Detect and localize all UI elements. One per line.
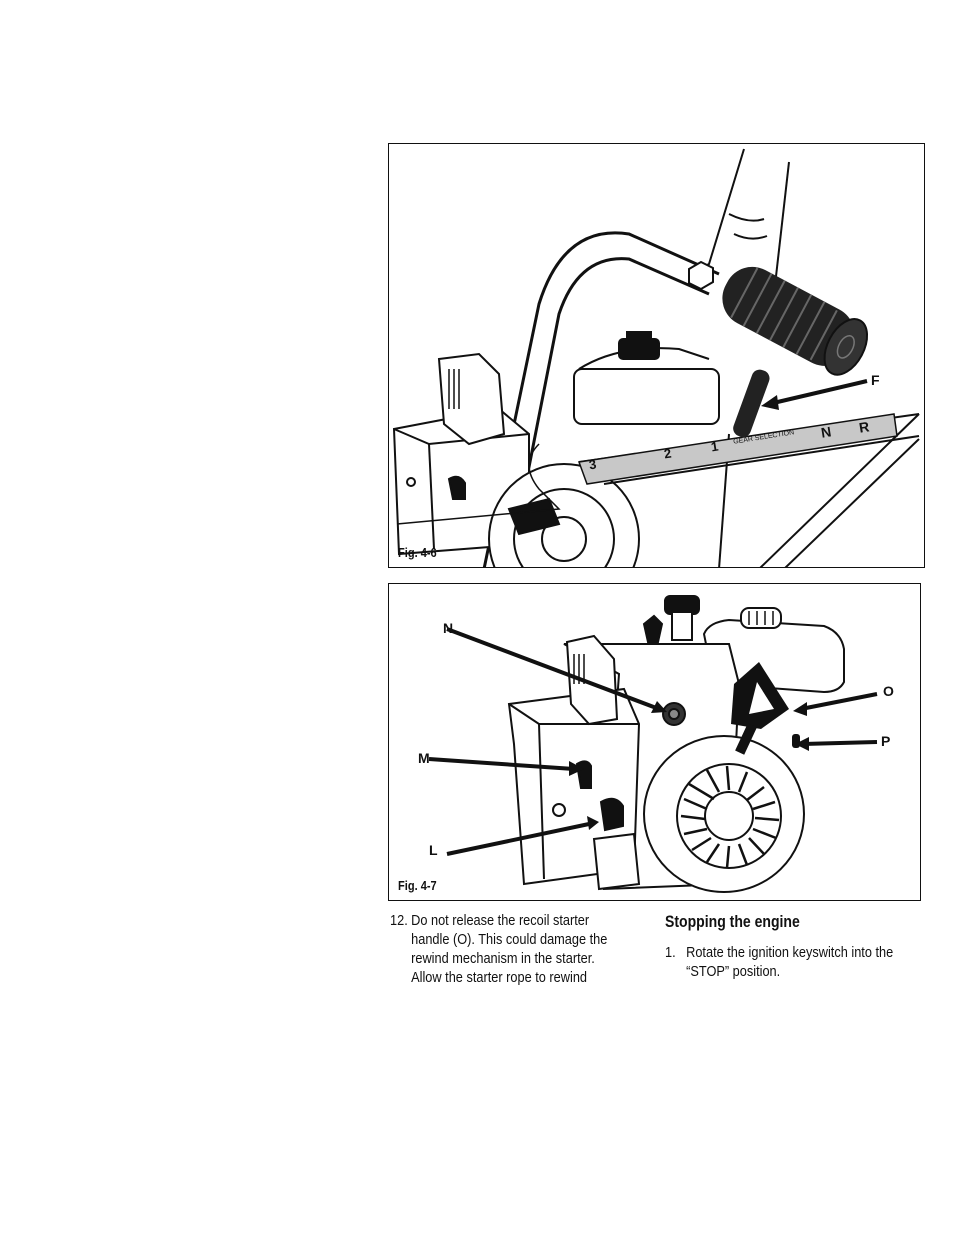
callout-l: L	[429, 842, 438, 858]
callout-n: N	[443, 620, 453, 636]
stopping-engine-section: Stopping the engine 1.Rotate the ignitio…	[665, 912, 950, 982]
callout-f: F	[871, 372, 880, 388]
step-number: 12.	[390, 912, 411, 931]
figure-4-7: N M L O P Fig. 4-7	[388, 583, 921, 901]
callout-o: O	[883, 683, 894, 699]
engine-illustration	[389, 584, 921, 901]
step-12-line-4: Allow the starter rope to rewind	[390, 969, 632, 988]
step-12: 12.Do not release the recoil starter han…	[390, 912, 632, 988]
section-heading: Stopping the engine	[665, 912, 907, 932]
figure-label: Fig. 4-7	[398, 878, 437, 893]
callout-p: P	[881, 733, 890, 749]
stop-step-1: 1.Rotate the ignition keyswitch into the…	[665, 944, 929, 982]
callout-m: M	[418, 750, 430, 766]
gear-shift-illustration	[389, 144, 925, 568]
step-12-line-2: handle (O). This could damage the	[390, 931, 632, 950]
stop-step-1-line-2: “STOP” position.	[665, 963, 929, 982]
figure-4-6: F 3 2 1 GEAR SELECTION N R Fig. 4-6	[388, 143, 925, 568]
step-number: 1.	[665, 944, 686, 963]
figure-label: Fig. 4-6	[398, 545, 437, 560]
step-12-line-3: rewind mechanism in the starter.	[390, 950, 632, 969]
step-12-line-1: 12.Do not release the recoil starter	[390, 912, 632, 931]
stop-step-1-line-1: 1.Rotate the ignition keyswitch into the	[665, 944, 929, 963]
